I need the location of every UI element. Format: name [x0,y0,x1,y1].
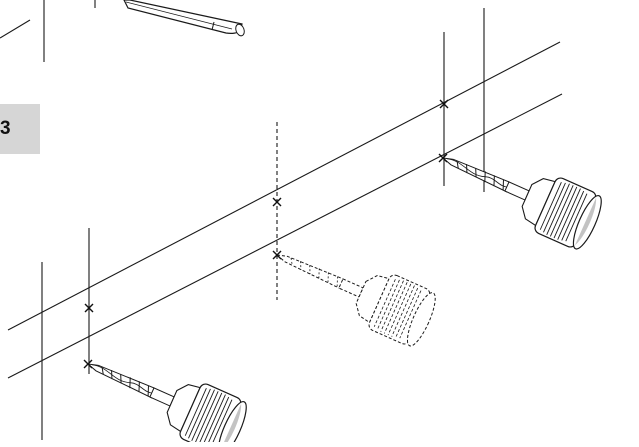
drill-chuck-icon [75,335,253,447]
reference-line-lower [7,93,563,379]
drill-chuck-icon [430,129,608,254]
drill-bit-icon [123,0,245,37]
cross-mark [272,250,282,260]
drill-chuck-dashed-icon [264,227,442,351]
vertical-guide-left [41,228,90,440]
reference-line-upper [7,41,561,331]
cross-mark [272,197,282,207]
guide-lines-top-left [0,0,96,62]
cross-mark [438,153,448,163]
cross-mark [439,99,449,109]
vertical-guide-right [443,8,485,192]
step-number: 3 [0,118,11,139]
step-number-badge: 3 [0,104,40,154]
cross-mark [83,359,93,369]
cross-mark [84,303,94,313]
